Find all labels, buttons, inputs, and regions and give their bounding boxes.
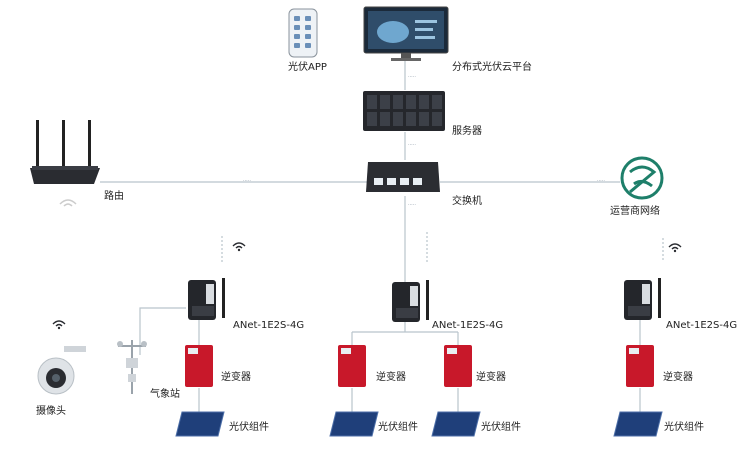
weather-station-icon (117, 340, 147, 394)
router-icon (30, 120, 100, 184)
inverter-left-icon (185, 345, 213, 387)
gateway-mid-icon (392, 280, 429, 322)
inverter-mid-b-label: 逆变器 (476, 372, 506, 383)
gateway-left-label: ANet-1E2S-4G (233, 320, 305, 331)
carrier-label: 运营商网络 (610, 206, 660, 217)
line-gateway-weather (139, 307, 186, 355)
signal-icon (668, 243, 682, 253)
switch-icon (366, 162, 440, 192)
inverter-left-label: 逆变器 (221, 372, 251, 383)
wifi-icon (59, 199, 77, 207)
line-caption: ····· (597, 178, 605, 184)
pv-panel-mid-a-label: 光伏组件 (378, 422, 418, 433)
dome-camera-icon (37, 346, 86, 395)
pv-panel-mid-a-icon (329, 411, 379, 437)
inverter-mid-a-icon (338, 345, 366, 387)
router-label: 路由 (104, 191, 124, 202)
inverter-mid-b-icon (444, 345, 472, 387)
app-label: 光伏APP (288, 62, 327, 73)
pv-panel-mid-b-icon (431, 411, 481, 437)
camera-label: 摄像头 (36, 406, 66, 417)
server-label: 服务器 (452, 126, 482, 137)
signal-icon (232, 242, 246, 252)
gateway-mid-label: ANet-1E2S-4G (432, 320, 504, 331)
gateway-left-icon (188, 278, 225, 320)
line-caption: ····· (243, 178, 251, 184)
line-caption: ····· (408, 74, 416, 80)
signal-icon (52, 320, 66, 330)
weather-station-label: 气象站 (150, 389, 180, 400)
phone-icon (288, 8, 318, 58)
inverter-right-label: 逆变器 (663, 372, 693, 383)
pv-panel-left-label: 光伏组件 (229, 422, 269, 433)
line-caption: ····· (408, 142, 416, 148)
switch-label: 交换机 (452, 196, 482, 207)
pv-panel-right-label: 光伏组件 (664, 422, 704, 433)
pv-panel-left-icon (175, 411, 225, 437)
inverter-right-icon (626, 345, 654, 387)
gateway-right-label: ANet-1E2S-4G (666, 320, 738, 331)
cloud-platform-label: 分布式光伏云平台 (452, 62, 532, 73)
server-icon (363, 91, 445, 131)
pv-panel-mid-b-label: 光伏组件 (481, 422, 521, 433)
carrier-logo-icon (620, 156, 664, 200)
line-caption: ····· (408, 202, 416, 208)
monitor-icon (363, 6, 449, 61)
gateway-right-icon (624, 278, 661, 320)
pv-panel-right-icon (613, 411, 663, 437)
inverter-mid-a-label: 逆变器 (376, 372, 406, 383)
